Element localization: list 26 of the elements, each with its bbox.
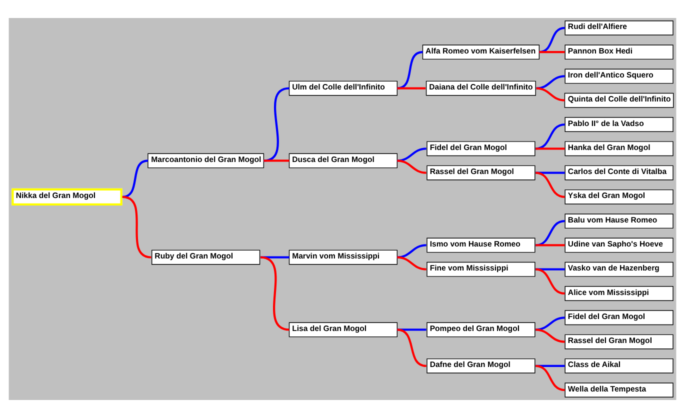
- connector: [536, 364, 565, 391]
- connector: [539, 50, 565, 53]
- connector: [397, 244, 426, 258]
- connector: [536, 171, 565, 198]
- connector: [397, 256, 426, 270]
- connector: [536, 328, 565, 342]
- connector: [536, 316, 565, 330]
- connector: [260, 256, 290, 330]
- connector: [536, 171, 565, 174]
- connector: [536, 122, 565, 150]
- connector: [260, 256, 290, 258]
- connector: [397, 159, 426, 174]
- connector: [264, 159, 290, 162]
- connector: [536, 86, 565, 101]
- connector: [536, 74, 565, 89]
- connector: [397, 328, 426, 366]
- connector: [397, 147, 426, 162]
- connector: [536, 244, 565, 246]
- connector: [397, 86, 426, 89]
- connector: [536, 220, 565, 246]
- connector: [397, 328, 426, 330]
- connector: [122, 159, 148, 198]
- connector: [536, 268, 565, 294]
- connector: [536, 147, 565, 150]
- connector: [539, 26, 565, 53]
- connector: [263, 86, 290, 162]
